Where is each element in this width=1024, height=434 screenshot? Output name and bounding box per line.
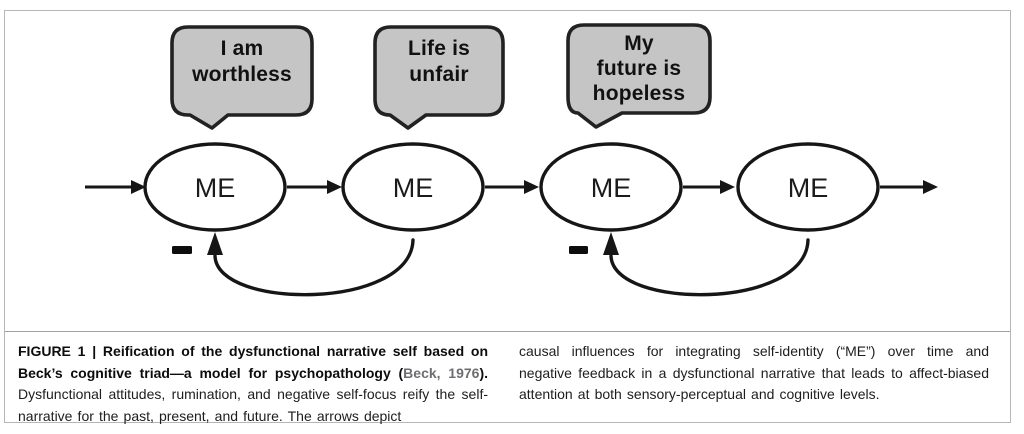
flow-arrow-in: [85, 180, 146, 194]
negative-sign-icon: [569, 246, 588, 254]
speech-bubble-icon: [170, 25, 314, 130]
bubble-text-line: I am: [221, 37, 264, 60]
bubble-text-line: My: [624, 32, 654, 55]
flow-arrow-1-2: [287, 180, 342, 194]
speech-bubble-icon: [373, 25, 505, 130]
figure-caption: FIGURE 1 | Reification of the dysfunctio…: [5, 331, 1010, 424]
arrowhead-icon: [207, 232, 223, 255]
bubble-text-line: Life is: [408, 37, 470, 60]
me-node-1: ME: [143, 142, 287, 232]
bubble-text-line: future is: [597, 57, 682, 80]
arrowhead-icon: [923, 180, 938, 194]
caption-title-end: ).: [479, 364, 488, 381]
caption-right-column: causal influences for integrating self-i…: [519, 341, 989, 423]
speech-bubble-icon: [566, 23, 712, 129]
arrowhead-icon: [603, 232, 619, 255]
speech-bubble-3: My future is hopeless: [566, 23, 712, 129]
me-node-3: ME: [539, 142, 683, 232]
bubble-text-line: hopeless: [593, 82, 686, 105]
caption-body-left: Dysfunctional attitudes, rumination, and…: [18, 386, 488, 424]
flow-arrow-3-4: [683, 180, 735, 194]
beck-triad-diagram: ME ME ME ME I am worthless Life is unfai…: [85, 23, 938, 297]
arrowhead-icon: [131, 180, 146, 194]
me-node-label: ME: [788, 173, 829, 203]
arrowhead-icon: [524, 180, 539, 194]
citation-link[interactable]: Beck, 1976: [403, 364, 480, 381]
me-node-2: ME: [341, 142, 485, 232]
bubble-text-line: worthless: [191, 63, 292, 86]
negative-sign-icon: [172, 246, 192, 254]
me-node-label: ME: [393, 173, 434, 203]
caption-left-column: FIGURE 1 | Reification of the dysfunctio…: [18, 341, 488, 424]
arrowhead-icon: [327, 180, 342, 194]
speech-bubble-2: Life is unfair: [373, 25, 505, 130]
feedback-loop-2: [569, 232, 810, 297]
caption-body-right: causal influences for integrating self-i…: [519, 343, 989, 403]
speech-bubble-1: I am worthless: [170, 25, 314, 130]
me-node-4: ME: [736, 142, 880, 232]
me-node-label: ME: [195, 173, 236, 203]
me-node-label: ME: [591, 173, 632, 203]
arrowhead-icon: [720, 180, 735, 194]
flow-arrow-2-3: [485, 180, 539, 194]
caption-title: FIGURE 1 | Reification of the dysfunctio…: [18, 343, 488, 381]
feedback-loop-1: [172, 232, 415, 297]
bubble-text-line: unfair: [409, 63, 469, 86]
flow-arrow-out: [880, 180, 938, 194]
